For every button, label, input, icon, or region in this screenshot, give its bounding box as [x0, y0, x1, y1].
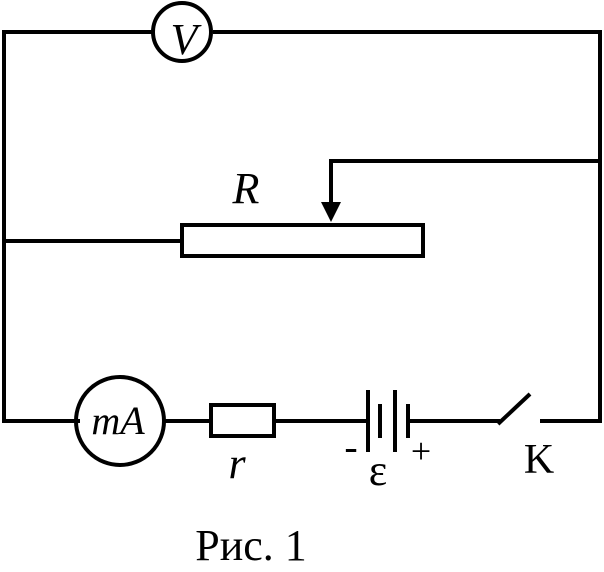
- battery-emf-label: ε: [369, 446, 387, 495]
- battery-plus-label: +: [411, 431, 431, 471]
- switch-label: K: [524, 437, 554, 483]
- voltmeter-label: V: [171, 15, 203, 64]
- rheostat-slider-arrow: [321, 202, 341, 222]
- milliammeter: mA: [74, 375, 166, 467]
- rheostat-body: [180, 223, 425, 258]
- battery: - ε +: [344, 390, 431, 495]
- voltmeter-circle: [151, 1, 213, 63]
- voltmeter: V: [151, 1, 213, 64]
- resistor: r: [209, 403, 276, 488]
- resistor-body: [209, 403, 276, 438]
- milliammeter-label: mA: [91, 398, 145, 443]
- rheostat-label: R: [232, 164, 260, 213]
- rheostat: R: [180, 164, 425, 258]
- figure-caption: Рис. 1: [195, 521, 307, 570]
- wire-slider: [329, 159, 600, 204]
- battery-minus-label: -: [344, 424, 357, 469]
- resistor-label: r: [228, 439, 246, 488]
- switch: K: [496, 392, 554, 483]
- switch-blade: [496, 392, 532, 426]
- milliammeter-circle: [74, 375, 166, 467]
- wires: [2, 30, 602, 423]
